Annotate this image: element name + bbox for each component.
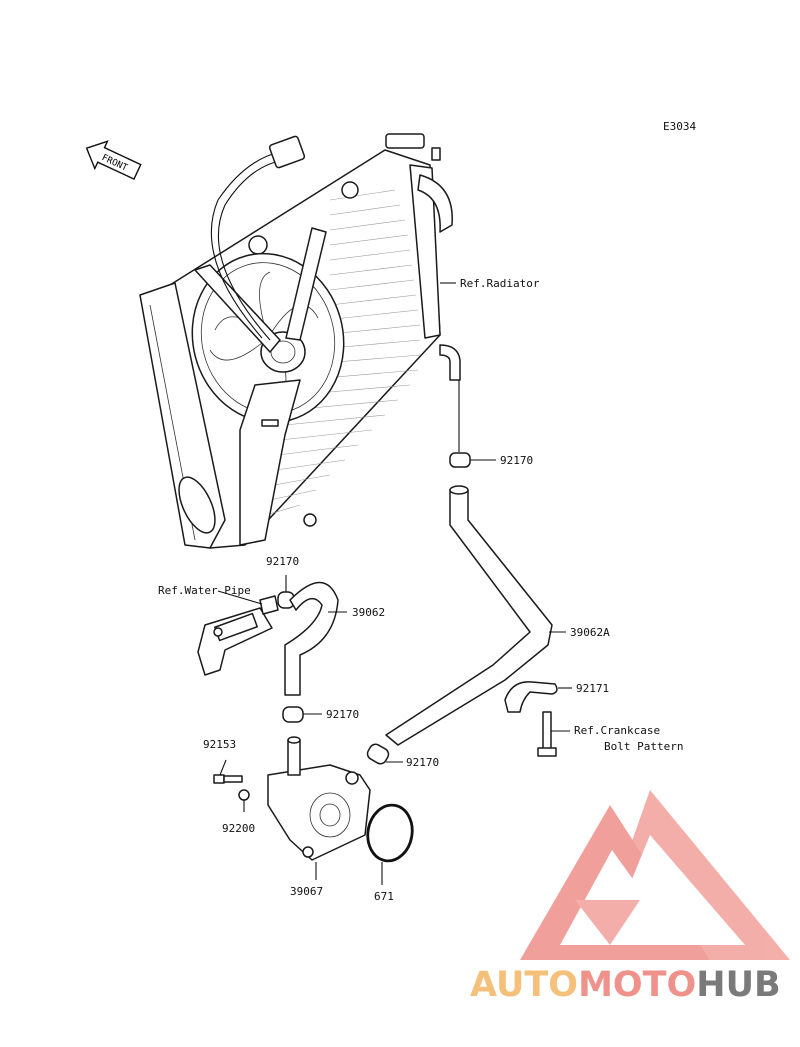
label-92170-hose: 92170 [266, 555, 299, 568]
oil-cooler-39067 [267, 736, 371, 861]
clamp-92170-hose [277, 575, 295, 609]
front-arrow-icon: FRONT [85, 140, 142, 181]
o-ring-671 [366, 803, 414, 885]
radiator-assembly [139, 133, 461, 549]
label-92170-mid: 92170 [326, 708, 359, 721]
bolt-92153 [213, 759, 243, 784]
label-39067: 39067 [290, 885, 323, 898]
label-ref-crankcase-2: Bolt Pattern [604, 740, 683, 753]
label-92153: 92153 [203, 738, 236, 751]
label-ref-radiator: Ref.Radiator [460, 277, 540, 290]
label-39062: 39062 [352, 606, 385, 619]
label-92171: 92171 [576, 682, 609, 695]
label-92170-low: 92170 [406, 756, 439, 769]
hose-39062a [385, 485, 553, 746]
clamp-92170-low [366, 743, 403, 765]
label-671: 671 [374, 890, 394, 903]
watermark-auto: AUTO [470, 965, 578, 1005]
watermark-text: AUTOMOTOHUB [470, 965, 781, 1005]
label-92170-top: 92170 [500, 454, 533, 467]
radiator-fins [265, 189, 421, 516]
clamp-92170-mid [282, 706, 322, 723]
label-ref-water-pipe: Ref.Water Pipe [158, 584, 251, 597]
diagram-code: E3034 [663, 120, 696, 133]
watermark-hub: HUB [696, 965, 780, 1005]
label-ref-crankcase-1: Ref.Crankcase [574, 724, 660, 737]
bracket-92171 [504, 681, 572, 757]
label-39062a: 39062A [570, 626, 610, 639]
washer-92200 [238, 789, 250, 812]
watermark-logo [520, 790, 790, 960]
label-92200: 92200 [222, 822, 255, 835]
hose-39062 [284, 581, 339, 696]
watermark-moto: MOTO [578, 965, 696, 1005]
clamp-92170-top [449, 380, 496, 468]
water-pipe [197, 595, 279, 676]
